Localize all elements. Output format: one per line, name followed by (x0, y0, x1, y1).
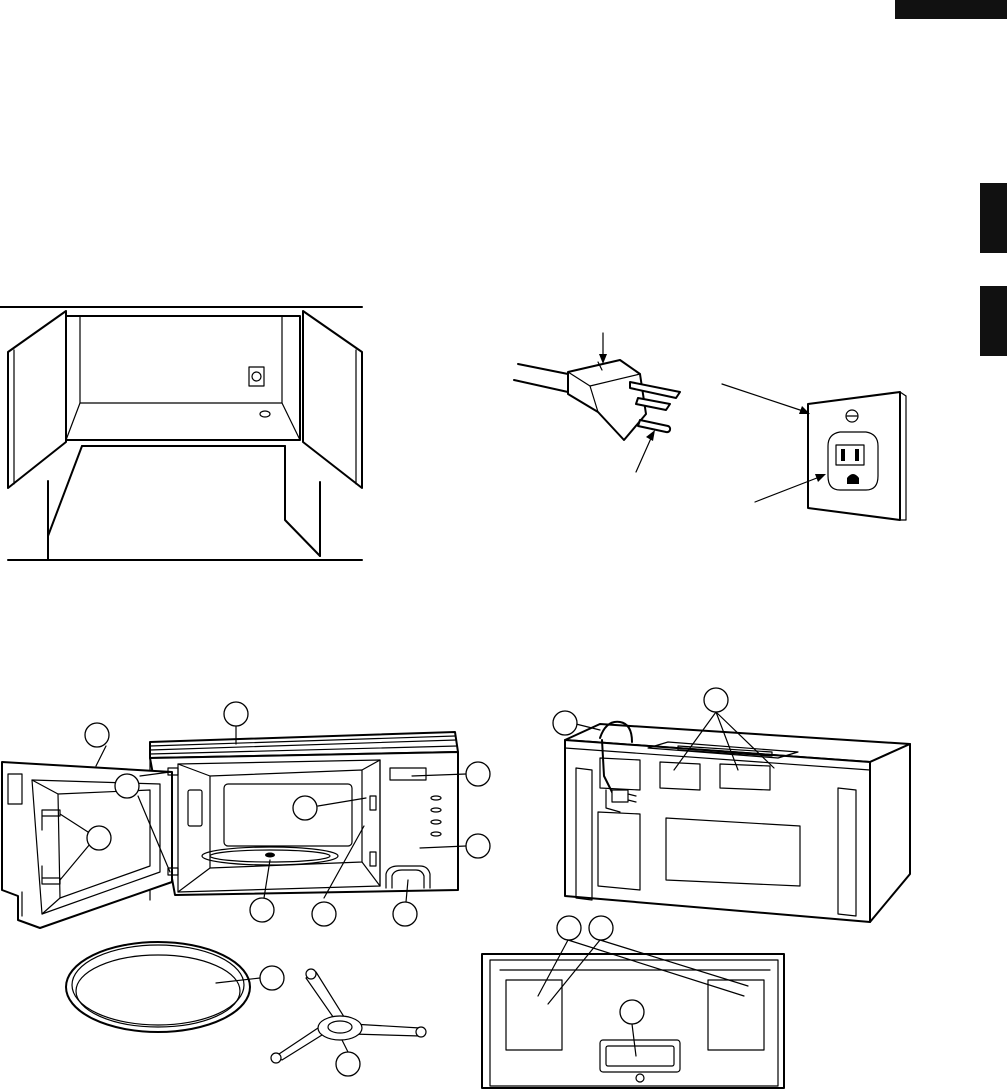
callout-exhaust-vents (704, 688, 728, 712)
turntable-tray (66, 942, 260, 1032)
callout-filter-left (557, 916, 581, 940)
callout-display (466, 762, 490, 786)
callout-door-open-button (393, 902, 417, 926)
callout-window (293, 796, 317, 820)
cabinet-with-outlet (0, 307, 362, 560)
callout-latches (87, 826, 111, 850)
grounded-plug-and-outlet (514, 333, 906, 520)
callout-power-cord (553, 711, 577, 735)
callout-turntable-support (336, 1052, 360, 1076)
callout-turntable-tray (260, 966, 284, 990)
callout-door (85, 723, 109, 747)
callout-grille (224, 702, 248, 726)
wall-outlet-in-cabinet (249, 367, 270, 417)
callout-control-panel (466, 834, 490, 858)
callout-seal (312, 902, 336, 926)
callout-hinges (115, 774, 139, 798)
callout-cooktop-light (620, 1000, 644, 1024)
callout-filter-right (589, 916, 613, 940)
microwave-front-door-open (2, 726, 466, 928)
turntable-support (271, 969, 426, 1063)
microwave-rear-view (565, 712, 910, 922)
callout-turntable-hub (250, 898, 274, 922)
